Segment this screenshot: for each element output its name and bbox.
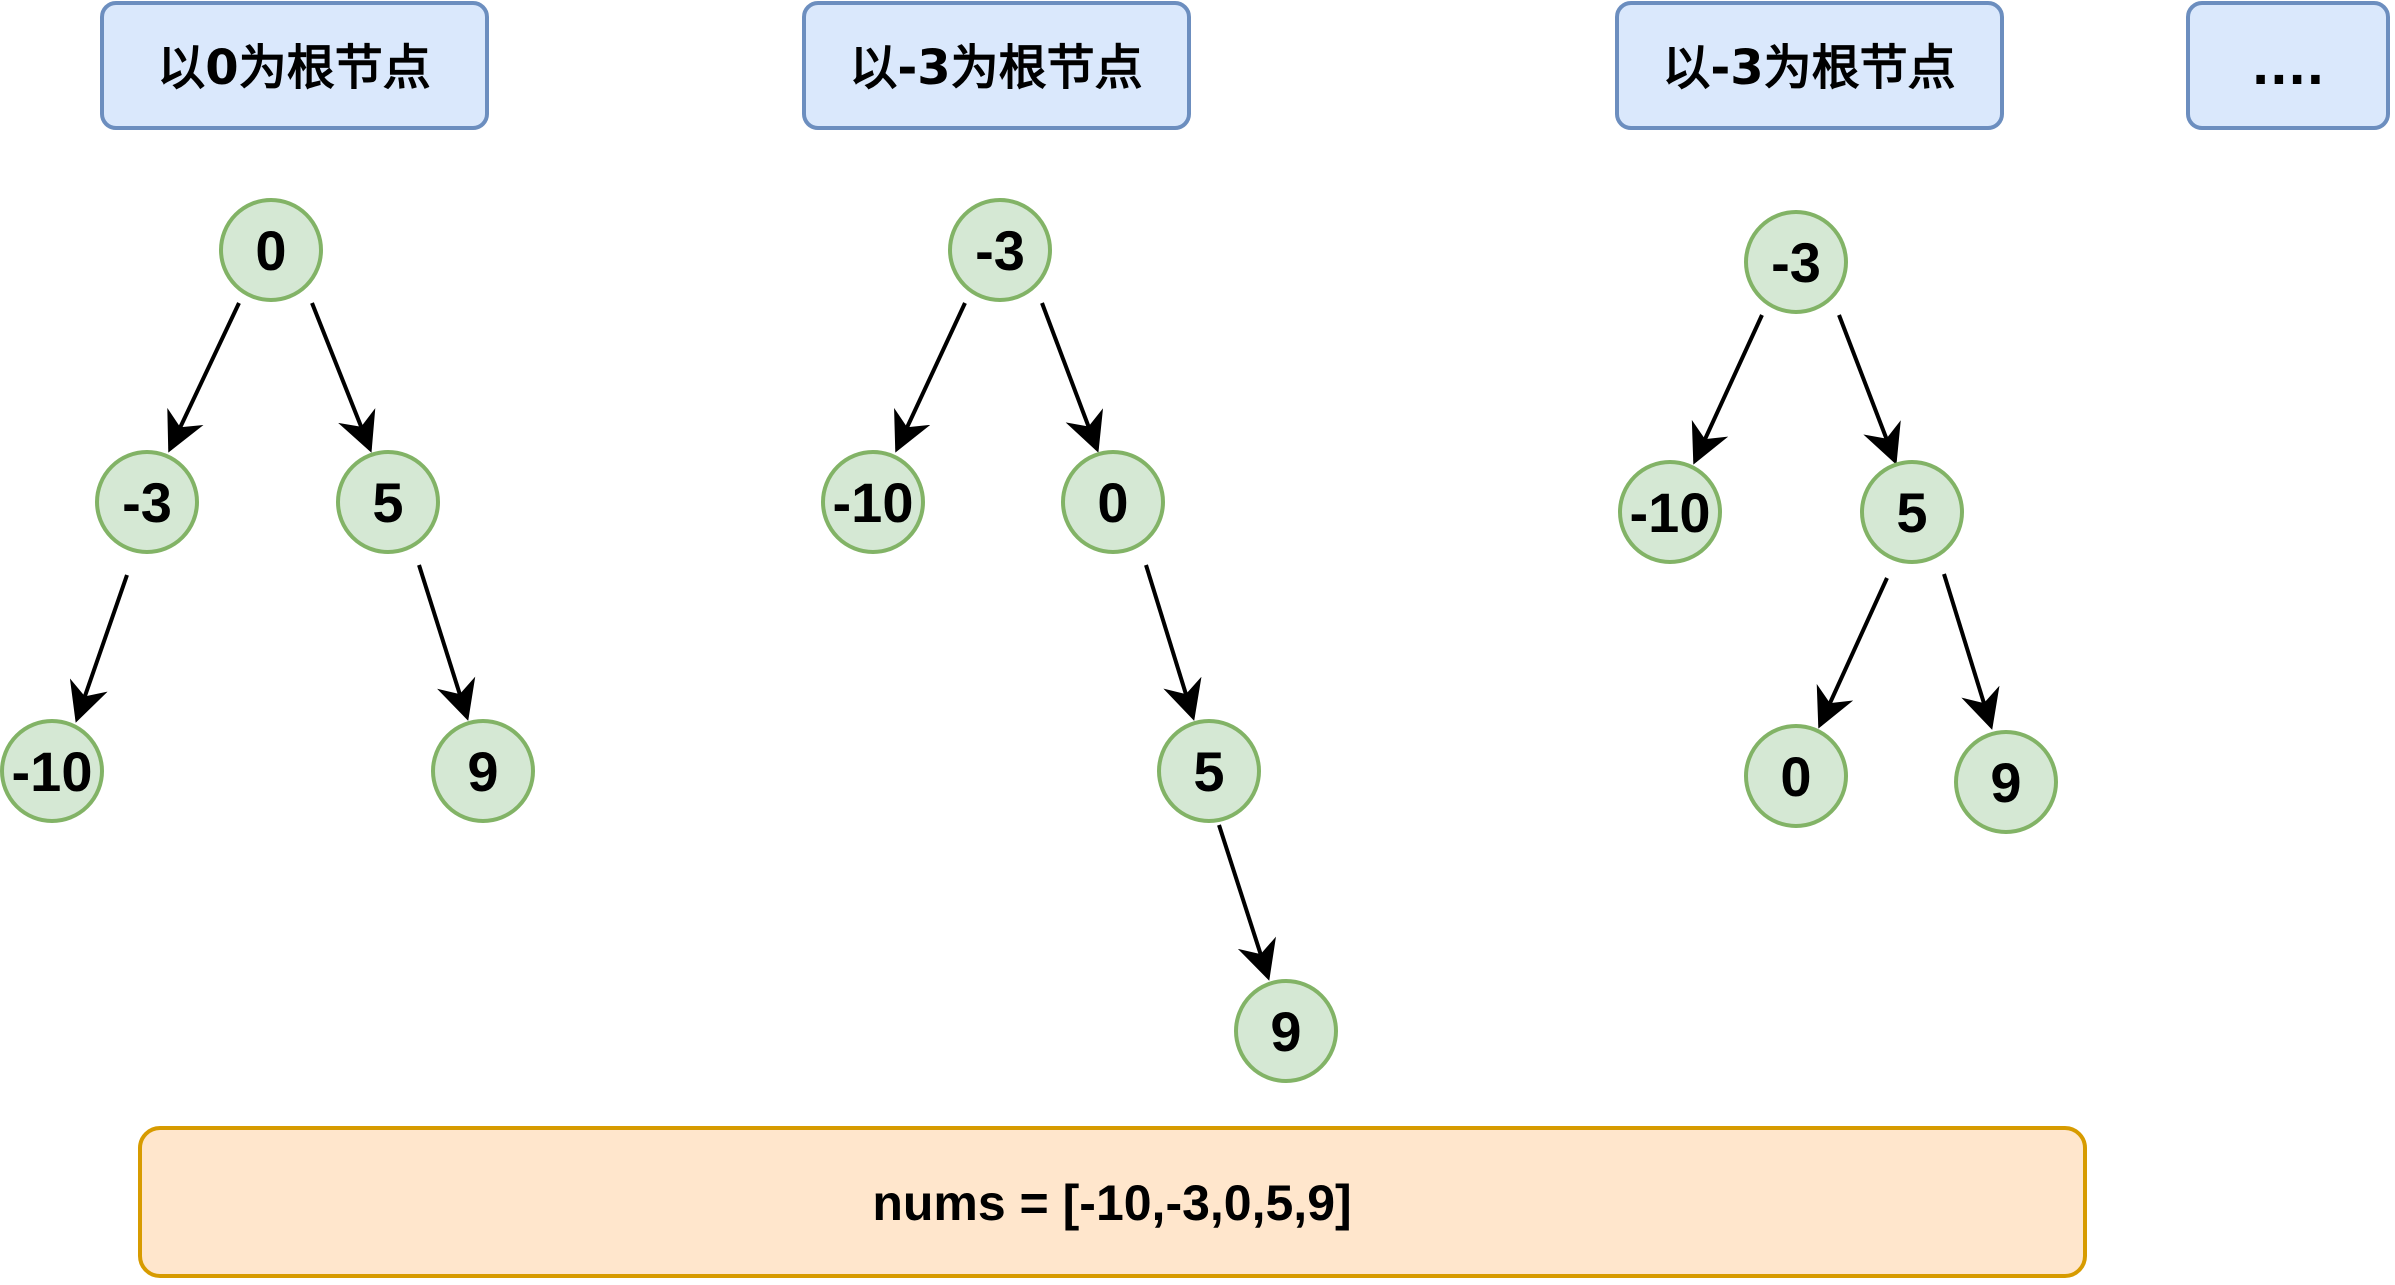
title-label: 以-3为根节点 bbox=[1662, 40, 1955, 96]
tree-node-circle bbox=[1618, 460, 1722, 564]
title-label: 以-3为根节点 bbox=[849, 40, 1142, 96]
tree-node: 5 bbox=[336, 450, 440, 554]
title-boxes: 以0为根节点 以-3为根节点 以-3为根节点 .... bbox=[100, 1, 2390, 130]
tree-node: -10 bbox=[0, 719, 104, 823]
tree-node: -3 bbox=[948, 198, 1052, 302]
tree-node-label: -3 bbox=[1771, 231, 1821, 294]
tree-node: 0 bbox=[219, 198, 323, 302]
tree-node-label: 5 bbox=[372, 471, 403, 534]
tree-edge-arrow bbox=[1837, 314, 1901, 465]
tree-edge-arrow bbox=[69, 574, 129, 723]
title-box-root-0: 以0为根节点 bbox=[100, 1, 489, 130]
tree-node: 9 bbox=[1234, 979, 1338, 1083]
tree-node-circle bbox=[1954, 730, 2058, 834]
tree-node: -3 bbox=[1744, 210, 1848, 314]
tree-node-label: 5 bbox=[1193, 740, 1224, 803]
tree-node-label: 9 bbox=[467, 740, 498, 803]
title-box-more: .... bbox=[2186, 1, 2390, 130]
tree-node-label: -10 bbox=[833, 471, 914, 534]
tree-edge-arrow bbox=[417, 564, 476, 721]
tree-node-label: -3 bbox=[122, 471, 172, 534]
tree-node-circle bbox=[336, 450, 440, 554]
array-label: nums = [-10,-3,0,5,9] bbox=[872, 1175, 1351, 1231]
tree-node: -3 bbox=[95, 450, 199, 554]
tree-node: 0 bbox=[1061, 450, 1165, 554]
tree-node-circle bbox=[1234, 979, 1338, 1083]
tree-node: 0 bbox=[1744, 724, 1848, 828]
tree-node-circle bbox=[1860, 460, 1964, 564]
tree-node-label: 0 bbox=[1780, 745, 1811, 808]
tree-node-circle bbox=[1744, 210, 1848, 314]
tree-node: 9 bbox=[431, 719, 535, 823]
tree-node: -10 bbox=[821, 450, 925, 554]
tree-node-circle bbox=[1061, 450, 1165, 554]
tree-node-label: 9 bbox=[1270, 1000, 1301, 1063]
tree-edge-arrow bbox=[167, 302, 241, 453]
tree-node-label: 5 bbox=[1896, 481, 1927, 544]
tree-edge-arrow bbox=[1144, 564, 1202, 721]
tree-edges bbox=[69, 302, 2000, 981]
tree-node-circle bbox=[0, 719, 104, 823]
tree-node: 5 bbox=[1860, 460, 1964, 564]
title-box-root-neg3-alt: 以-3为根节点 bbox=[1615, 1, 2004, 130]
tree-node-label: -10 bbox=[1630, 481, 1711, 544]
tree-edge-arrow bbox=[1816, 577, 1889, 729]
title-label: .... bbox=[2252, 40, 2325, 96]
tree-edge-arrow bbox=[1942, 573, 2000, 730]
title-label: 以0为根节点 bbox=[157, 40, 430, 96]
tree-node-circle bbox=[948, 198, 1052, 302]
tree-edge-arrow bbox=[894, 302, 967, 453]
tree-node: 5 bbox=[1157, 719, 1261, 823]
tree-node-label: 0 bbox=[1097, 471, 1128, 534]
tree-node-label: -10 bbox=[12, 740, 93, 803]
tree-node-label: -3 bbox=[975, 219, 1025, 282]
tree-node-label: 9 bbox=[1990, 751, 2021, 814]
tree-node-circle bbox=[1157, 719, 1261, 823]
tree-nodes: 0 -3 5 -10 9 -3 -10 0 5 9 -3 -10 5 0 9 bbox=[0, 198, 2058, 1083]
tree-edge-arrow bbox=[1040, 302, 1104, 453]
tree-node-label: 0 bbox=[255, 219, 286, 282]
title-box-root-neg3: 以-3为根节点 bbox=[802, 1, 1191, 130]
tree-node-circle bbox=[95, 450, 199, 554]
tree-node: 9 bbox=[1954, 730, 2058, 834]
tree-node-circle bbox=[219, 198, 323, 302]
tree-node: -10 bbox=[1618, 460, 1722, 564]
tree-node-circle bbox=[1744, 724, 1848, 828]
tree-edge-arrow bbox=[1217, 824, 1276, 981]
tree-node-circle bbox=[431, 719, 535, 823]
array-box: nums = [-10,-3,0,5,9] bbox=[138, 1126, 2087, 1278]
tree-edge-arrow bbox=[310, 302, 376, 453]
tree-edge-arrow bbox=[1691, 314, 1764, 465]
tree-node-circle bbox=[821, 450, 925, 554]
